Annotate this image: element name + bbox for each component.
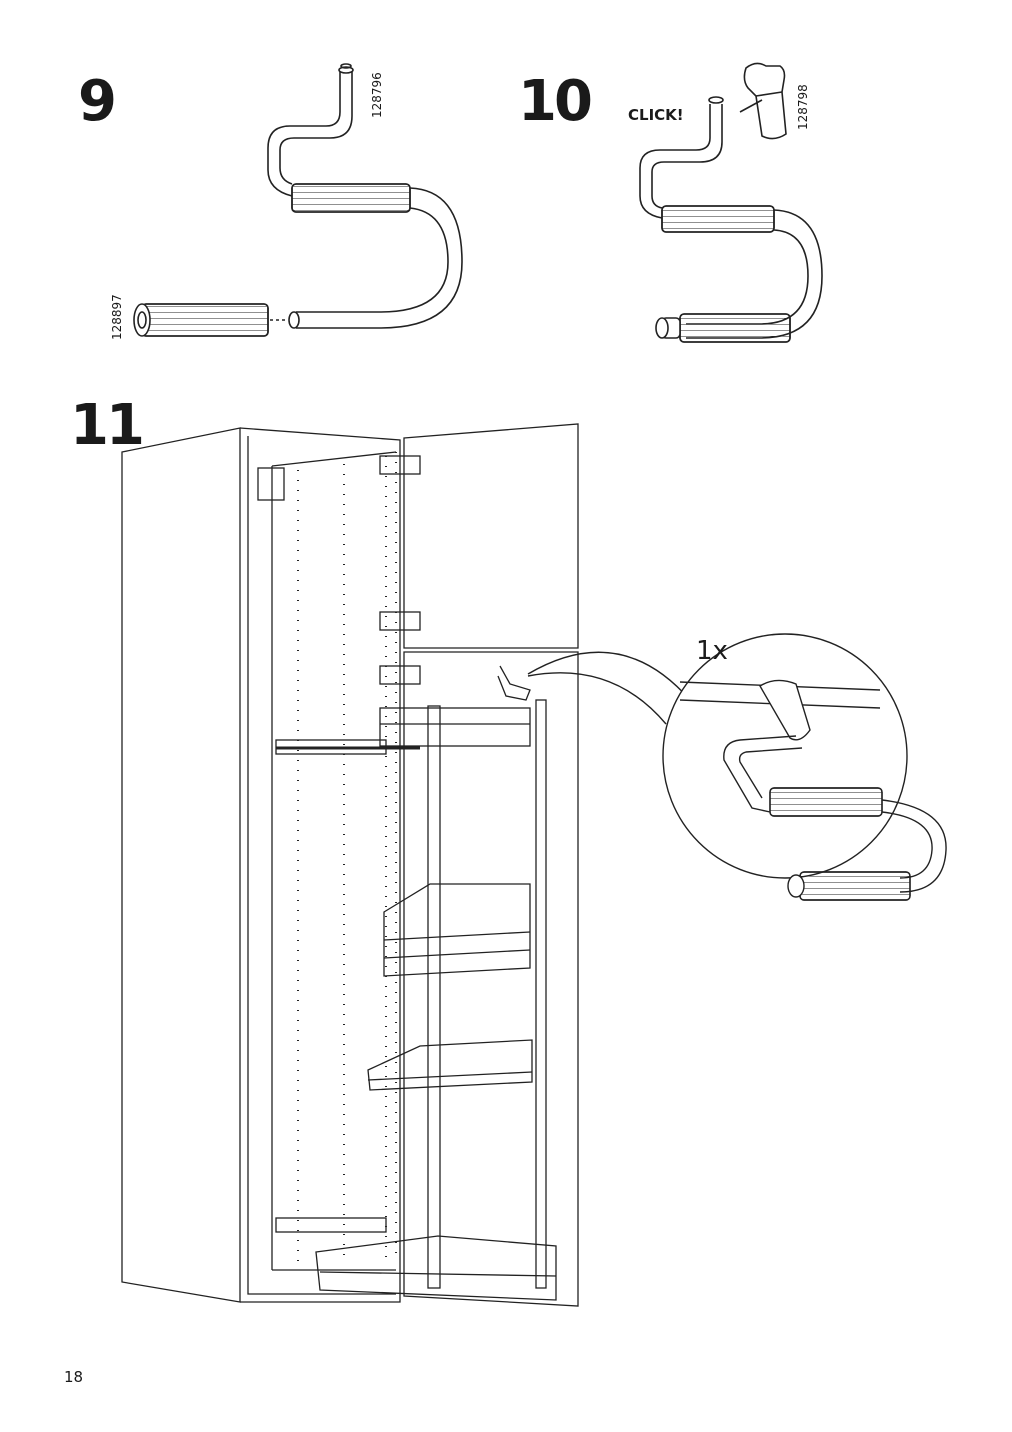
part-number-lower: 128897	[110, 294, 124, 340]
step10-hook-illustration	[639, 62, 823, 343]
step-number-11: 11	[70, 393, 145, 458]
click-label: CLICK!	[628, 106, 684, 124]
page-number: 18	[64, 1368, 84, 1386]
part-number-upper: 128796	[370, 72, 384, 118]
part-number-clip: 128798	[796, 84, 810, 130]
cabinet-illustration	[121, 423, 579, 1307]
step-number-10: 10	[518, 69, 593, 134]
step9-hook-illustration	[133, 63, 463, 337]
quantity-label: 1x	[696, 636, 728, 666]
hook-detail-callout	[527, 633, 947, 901]
step-number-9: 9	[78, 69, 117, 134]
